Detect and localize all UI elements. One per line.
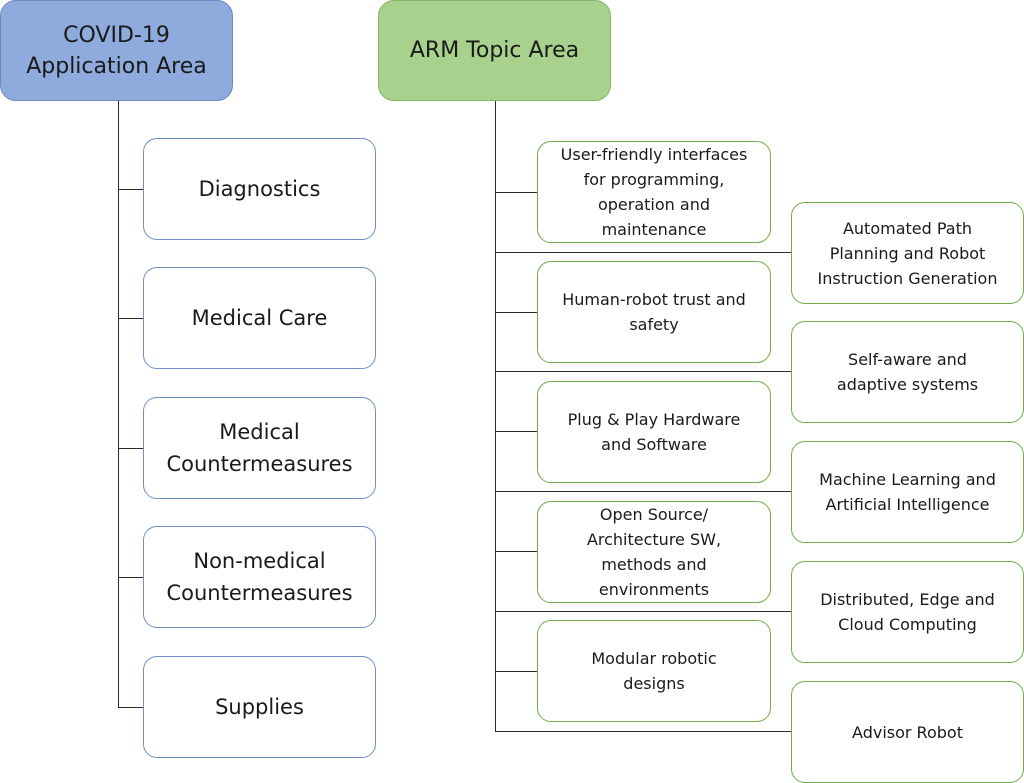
covid-branch-line: [118, 318, 143, 320]
covid-branch-line: [118, 577, 143, 579]
arm-item-human-robot-trust: Human-robot trust and safety: [537, 261, 771, 363]
arm-item-self-aware-systems: Self-aware and adaptive systems: [791, 321, 1024, 423]
arm-branch-line: [495, 431, 537, 433]
arm-branch-line: [495, 671, 537, 673]
arm-branch-line: [495, 731, 791, 733]
covid-item-medical-care: Medical Care: [143, 267, 376, 369]
arm-header: ARM Topic Area: [378, 0, 611, 101]
covid-branch-line: [118, 189, 143, 191]
arm-item-plug-and-play: Plug & Play Hardware and Software: [537, 381, 771, 483]
covid-header: COVID-19 Application Area: [0, 0, 233, 101]
arm-item-machine-learning: Machine Learning and Artificial Intellig…: [791, 441, 1024, 543]
covid-item-diagnostics: Diagnostics: [143, 138, 376, 240]
arm-branch-line: [495, 491, 791, 493]
covid-branch-line: [118, 448, 143, 450]
arm-item-open-source: Open Source/ Architecture SW, methods an…: [537, 501, 771, 603]
arm-trunk-line: [495, 101, 497, 731]
arm-item-distributed-computing: Distributed, Edge and Cloud Computing: [791, 561, 1024, 663]
arm-item-modular-robotic-designs: Modular robotic designs: [537, 620, 771, 722]
covid-item-non-medical-countermeasures: Non-medical Countermeasures: [143, 526, 376, 628]
arm-item-user-friendly-interfaces: User-friendly interfaces for programming…: [537, 141, 771, 243]
arm-branch-line: [495, 192, 537, 194]
covid-item-supplies: Supplies: [143, 656, 376, 758]
arm-item-automated-path-planning: Automated Path Planning and Robot Instru…: [791, 202, 1024, 304]
arm-branch-line: [495, 252, 791, 254]
covid-item-medical-countermeasures: Medical Countermeasures: [143, 397, 376, 499]
arm-branch-line: [495, 312, 537, 314]
arm-branch-line: [495, 371, 791, 373]
arm-branch-line: [495, 611, 791, 613]
arm-branch-line: [495, 551, 537, 553]
arm-item-advisor-robot: Advisor Robot: [791, 681, 1024, 783]
covid-trunk-line: [118, 101, 120, 708]
covid-branch-line: [118, 707, 143, 709]
